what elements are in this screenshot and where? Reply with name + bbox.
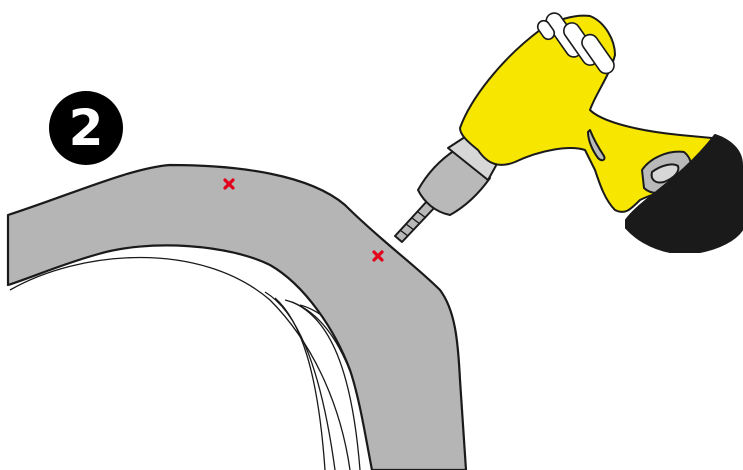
step-number: 2 — [68, 99, 104, 157]
cordless-drill-icon — [394, 12, 743, 253]
step-number-badge: 2 — [49, 91, 123, 165]
cross-marker-icon — [372, 250, 384, 262]
curved-panel — [6, 163, 468, 470]
cross-marker-icon — [223, 178, 235, 190]
